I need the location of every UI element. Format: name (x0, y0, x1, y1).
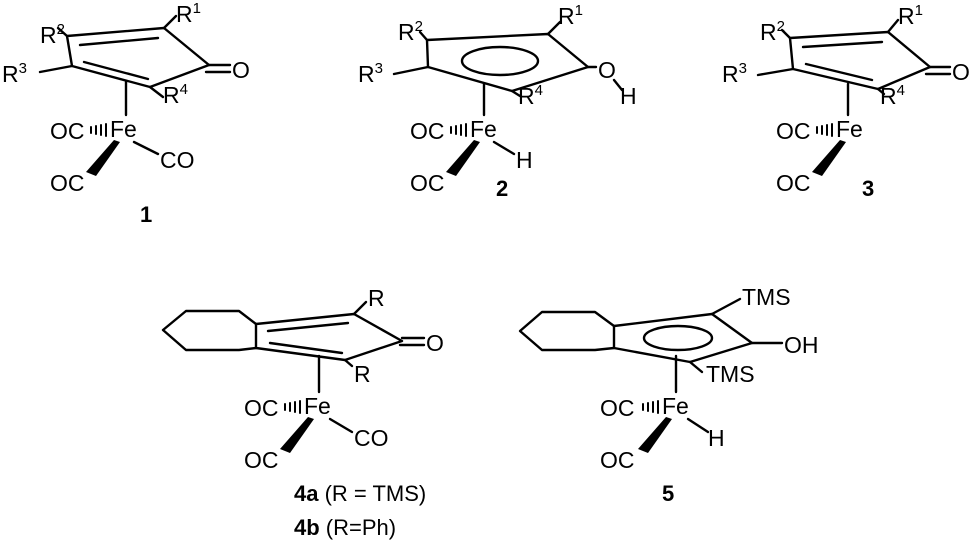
tms-bottom-label: TMS (706, 361, 755, 387)
cyclohexane-ring (161, 309, 258, 352)
wedge-bond (812, 140, 846, 176)
ring-2 (425, 32, 590, 93)
iron-label: Fe (304, 393, 331, 419)
carbonyl-bottom-label: OC (776, 170, 811, 196)
aromatic-circle (642, 324, 714, 352)
r3-label: R3 (358, 60, 383, 87)
r3-label: R3 (722, 60, 747, 87)
hydride-label: H (708, 425, 725, 451)
carbonyl-bottom-label: OC (410, 170, 445, 196)
compound-label-4a: 4a (R = TMS) (294, 481, 426, 506)
r2-label: R2 (398, 18, 423, 45)
ring-1-double-a (78, 36, 160, 47)
hashed-bond (450, 123, 467, 137)
compound-2: O H R1 R2 R3 R4 Fe OC H OC 2 (358, 2, 637, 201)
compound-1: O R1 R2 R3 R4 Fe OC CO OC 1 (2, 0, 250, 227)
r1-label: R1 (558, 2, 583, 29)
r4-label: R4 (163, 81, 188, 108)
hydroxyl-label: OH (784, 332, 819, 358)
carbonyl-bottom-label: OC (600, 447, 635, 473)
wedge-bond (446, 140, 480, 176)
oxygen-label: O (232, 57, 250, 83)
aromatic-circle (460, 45, 540, 77)
ring-5 (612, 312, 754, 364)
r2-label: R2 (760, 18, 785, 45)
ring-4 (254, 312, 404, 362)
hydride-label: H (516, 147, 533, 173)
tms-top-label: TMS (742, 284, 791, 310)
compound-4: O R R Fe OC CO OC 4a (R = TMS) 4b (R=Ph) (161, 285, 444, 540)
oxygen-label: O (952, 59, 970, 85)
compound-label-4b: 4b (R=Ph) (294, 515, 396, 540)
carbonyl-left-label: OC (410, 118, 445, 144)
carbonyl-left-label: OC (600, 395, 635, 421)
compound-5: OH TMS TMS Fe OC H OC 5 (518, 284, 819, 506)
ring-1-double-b (82, 60, 150, 81)
compound-number-2: 2 (496, 176, 508, 201)
iron-label: Fe (836, 116, 863, 142)
wedge-bond (638, 417, 672, 453)
carbonyl-bottom-label: OC (50, 170, 85, 196)
compound-number-3: 3 (862, 176, 874, 201)
carbonyl-right-label: CO (354, 425, 389, 451)
r4-label: R4 (518, 82, 543, 109)
carbonyl-left-label: OC (776, 118, 811, 144)
hashed-bond (642, 400, 659, 414)
r-bottom-label: R (354, 361, 371, 387)
carbonyl-bottom-label: OC (244, 447, 279, 473)
ring-4-double-a (266, 321, 350, 333)
iron-label: Fe (470, 116, 497, 142)
hashed-bond (90, 123, 107, 137)
hydrogen-label: H (620, 83, 637, 109)
ring-1 (65, 26, 211, 89)
carbonyl-left-label: OC (244, 395, 279, 421)
hashed-bond (284, 400, 301, 414)
ring-3 (788, 30, 932, 91)
wedge-bond (86, 140, 120, 176)
carbonyl-right-label: CO (160, 147, 195, 173)
r1-label: R1 (176, 0, 201, 27)
wedge-bond (280, 417, 314, 453)
hashed-bond (816, 123, 833, 137)
compound-3: O R1 R2 R3 R4 Fe OC OC 3 (722, 2, 970, 201)
iron-label: Fe (662, 393, 689, 419)
r4-label: R4 (880, 82, 905, 109)
oxygen-label: O (426, 330, 444, 356)
ring-3-double-a (801, 40, 884, 49)
r2-label: R2 (40, 21, 65, 48)
iron-label: Fe (110, 116, 137, 142)
ring-4-double-b (268, 341, 344, 355)
r-top-label: R (368, 285, 385, 311)
carbonyl-left-label: OC (50, 118, 85, 144)
oxygen-label: O (598, 57, 616, 83)
ring-3-double-b (804, 62, 874, 82)
r3-label: R3 (2, 60, 27, 87)
cyclohexane-ring (518, 310, 616, 352)
compound-number-1: 1 (140, 202, 152, 227)
r1-label: R1 (898, 2, 923, 29)
compound-number-5: 5 (662, 481, 674, 506)
